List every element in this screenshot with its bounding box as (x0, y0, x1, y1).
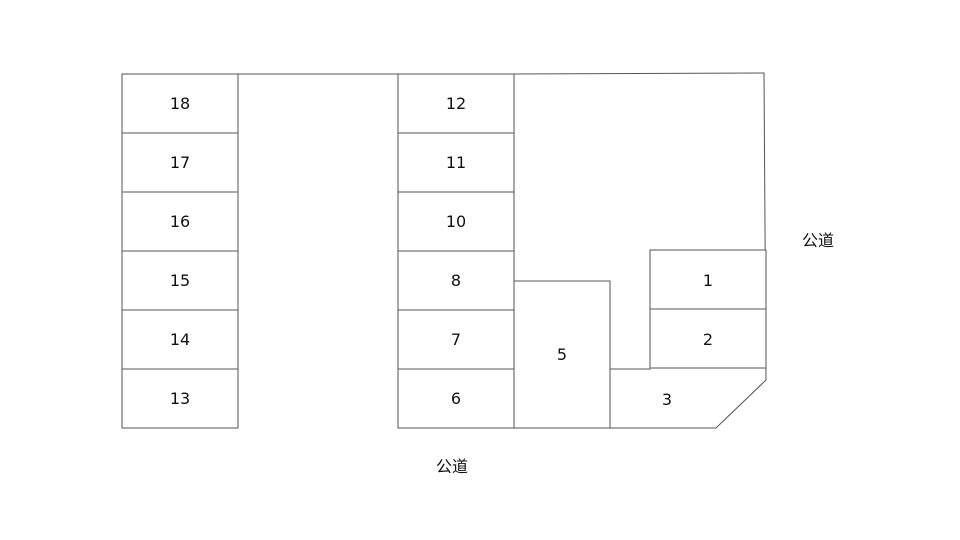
space-6-label: 6 (451, 389, 461, 408)
space-11-label: 11 (446, 153, 466, 172)
space-7-label: 7 (451, 330, 461, 349)
space-16-label: 16 (170, 212, 190, 231)
space-3: 3 (662, 390, 672, 409)
space-8-label: 8 (451, 271, 461, 290)
space-7: 7 (397, 309, 515, 370)
space-15-label: 15 (170, 271, 190, 290)
space-12-label: 12 (446, 94, 466, 113)
space-17-label: 17 (170, 153, 190, 172)
space-5: 5 (513, 280, 611, 429)
space-2-label: 2 (703, 330, 713, 349)
space-1: 1 (649, 249, 767, 310)
space-17: 17 (121, 132, 239, 193)
lot-boundary-right (513, 72, 767, 429)
space-18-label: 18 (170, 94, 190, 113)
road-label-right: 公道 (802, 231, 834, 250)
space-13: 13 (121, 368, 239, 429)
space-2: 2 (649, 308, 767, 369)
space-10: 10 (397, 191, 515, 252)
space-11: 11 (397, 132, 515, 193)
space-3-label: 3 (662, 390, 672, 409)
space-6: 6 (397, 368, 515, 429)
space-14-label: 14 (170, 330, 190, 349)
space-5-label: 5 (557, 345, 567, 364)
space-18: 18 (121, 73, 239, 134)
space-10-label: 10 (446, 212, 466, 231)
space-12: 12 (397, 73, 515, 134)
space-1-label: 1 (703, 271, 713, 290)
space-16: 16 (121, 191, 239, 252)
space-13-label: 13 (170, 389, 190, 408)
space-14: 14 (121, 309, 239, 370)
road-label-bottom: 公道 (436, 457, 468, 476)
space-15: 15 (121, 250, 239, 311)
space-8: 8 (397, 250, 515, 311)
